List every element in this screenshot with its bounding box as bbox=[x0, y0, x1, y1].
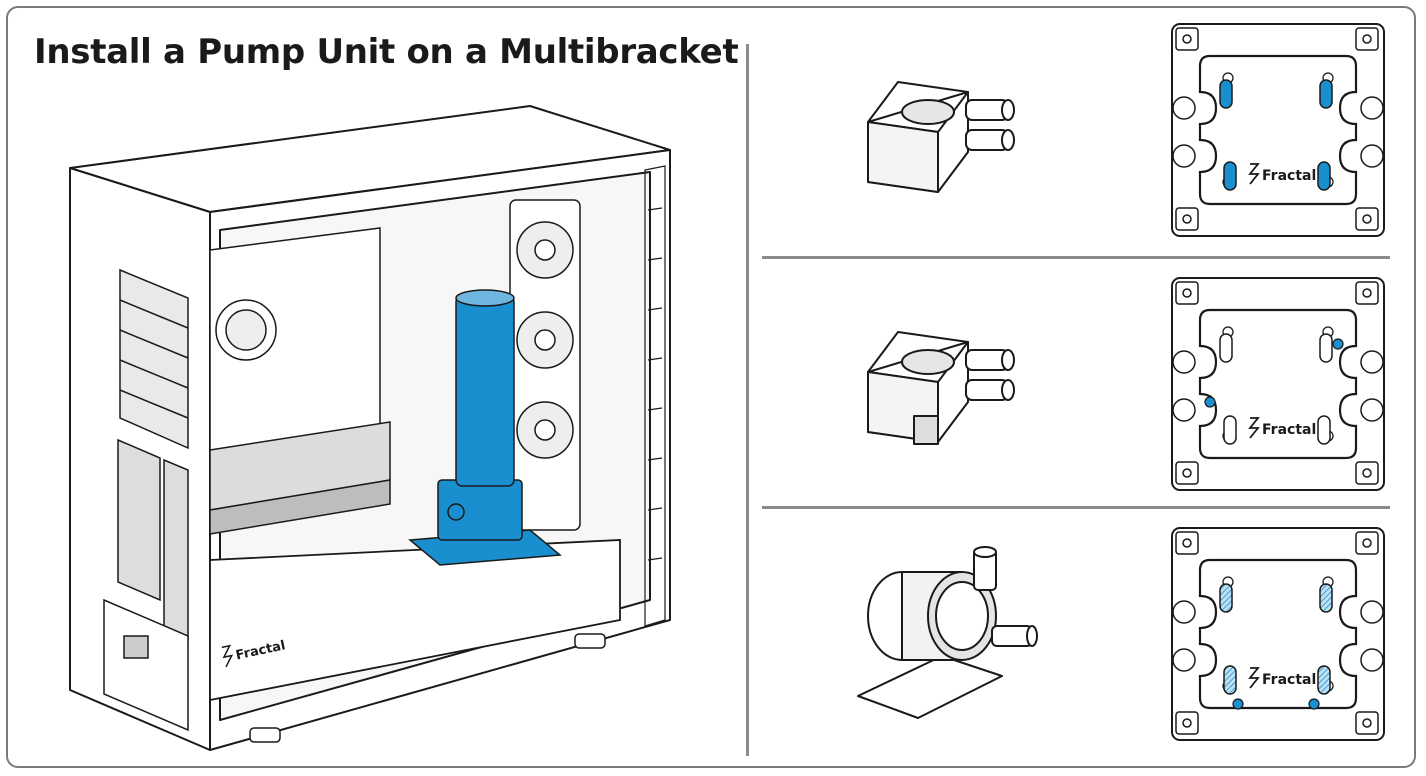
corner-screw-hole bbox=[1182, 288, 1192, 298]
bracket-slot bbox=[1319, 79, 1333, 109]
pc-case-illustration: Fractal bbox=[69, 105, 671, 751]
bracket-keyhole bbox=[1360, 648, 1384, 672]
bracket-corner bbox=[1175, 711, 1199, 735]
reservoir-tube bbox=[455, 295, 515, 487]
fractal-logo-icon bbox=[221, 644, 234, 668]
pump-top-block bbox=[867, 81, 1015, 193]
bracket-keyhole bbox=[1172, 648, 1196, 672]
bracket-keyhole bbox=[1360, 350, 1384, 374]
pump-cut-base bbox=[867, 331, 1015, 445]
corner-screw-hole bbox=[1182, 468, 1192, 478]
corner-screw-hole bbox=[1182, 34, 1192, 44]
pump-reservoir-combo bbox=[408, 289, 562, 566]
bracket-keyhole bbox=[1360, 144, 1384, 168]
mount-hole bbox=[1232, 698, 1244, 710]
bracket-keyhole bbox=[1360, 96, 1384, 120]
corner-screw-hole bbox=[1182, 538, 1192, 548]
mount-hole bbox=[1308, 698, 1320, 710]
bracket-plate bbox=[1198, 54, 1358, 206]
bracket-slot bbox=[1223, 665, 1237, 695]
bracket-keyhole bbox=[1172, 96, 1196, 120]
page-title: Install a Pump Unit on a Multibracket bbox=[34, 32, 739, 72]
bracket-keyhole bbox=[1172, 398, 1196, 422]
bracket-corner bbox=[1355, 461, 1379, 485]
mount-hole bbox=[1204, 396, 1216, 408]
bracket-corner bbox=[1175, 531, 1199, 555]
bracket-logo-text: Fractal bbox=[1262, 672, 1316, 688]
expansion-slots bbox=[117, 438, 189, 642]
power-supply bbox=[103, 598, 189, 732]
pump-mount-plate bbox=[857, 655, 1003, 719]
bracket-slot bbox=[1219, 583, 1233, 613]
ddc-pump bbox=[857, 546, 1038, 719]
bracket-slot bbox=[1223, 161, 1237, 191]
bracket-slot bbox=[1219, 333, 1233, 363]
vertical-divider bbox=[746, 44, 749, 756]
corner-screw-hole bbox=[1362, 288, 1372, 298]
multibracket-2: Fractal bbox=[1171, 277, 1385, 491]
bracket-slot bbox=[1317, 665, 1331, 695]
corner-screw-hole bbox=[1362, 214, 1372, 224]
bracket-corner bbox=[1175, 281, 1199, 305]
fractal-logo-icon bbox=[1248, 667, 1260, 689]
bracket-slot bbox=[1319, 583, 1333, 613]
front-panel-vent bbox=[644, 165, 666, 627]
bracket-corner bbox=[1175, 207, 1199, 231]
bracket-keyhole bbox=[1172, 350, 1196, 374]
case-foot bbox=[249, 727, 281, 743]
corner-screw-hole bbox=[1182, 718, 1192, 728]
mount-hole bbox=[1332, 338, 1344, 350]
bracket-keyhole bbox=[1360, 398, 1384, 422]
fractal-logo-icon bbox=[1248, 163, 1260, 185]
graphics-card bbox=[209, 421, 391, 535]
bracket-corner bbox=[1355, 281, 1379, 305]
bracket-keyhole bbox=[1172, 600, 1196, 624]
bracket-corner bbox=[1355, 207, 1379, 231]
bracket-corner bbox=[1175, 27, 1199, 51]
bracket-corner bbox=[1355, 711, 1379, 735]
bracket-slot bbox=[1317, 415, 1331, 445]
bracket-plate bbox=[1198, 308, 1358, 460]
bracket-plate bbox=[1198, 558, 1358, 710]
bracket-logo-text: Fractal bbox=[1262, 168, 1316, 184]
bracket-corner bbox=[1355, 27, 1379, 51]
bracket-logo: Fractal bbox=[1248, 667, 1316, 689]
bracket-slot bbox=[1223, 415, 1237, 445]
bracket-logo: Fractal bbox=[1248, 163, 1316, 185]
bracket-keyhole bbox=[1172, 144, 1196, 168]
bracket-logo-text: Fractal bbox=[1262, 422, 1316, 438]
multibracket-1: Fractal bbox=[1171, 23, 1385, 237]
row-divider-1 bbox=[762, 256, 1390, 259]
multibracket-3: Fractal bbox=[1171, 527, 1385, 741]
bracket-slot bbox=[1317, 161, 1331, 191]
bracket-corner bbox=[1175, 461, 1199, 485]
rear-fan-grille bbox=[119, 268, 189, 450]
bracket-corner bbox=[1355, 531, 1379, 555]
diagram-frame bbox=[6, 6, 1416, 768]
corner-screw-hole bbox=[1362, 34, 1372, 44]
corner-screw-hole bbox=[1182, 214, 1192, 224]
corner-screw-hole bbox=[1362, 538, 1372, 548]
fractal-logo-icon bbox=[1248, 417, 1260, 439]
bracket-logo: Fractal bbox=[1248, 417, 1316, 439]
front-fans bbox=[509, 199, 581, 531]
bracket-slot bbox=[1219, 79, 1233, 109]
bracket-keyhole bbox=[1360, 600, 1384, 624]
corner-screw-hole bbox=[1362, 718, 1372, 728]
case-foot bbox=[574, 633, 606, 649]
row-divider-2 bbox=[762, 506, 1390, 509]
bracket-slot bbox=[1319, 333, 1333, 363]
corner-screw-hole bbox=[1362, 468, 1372, 478]
